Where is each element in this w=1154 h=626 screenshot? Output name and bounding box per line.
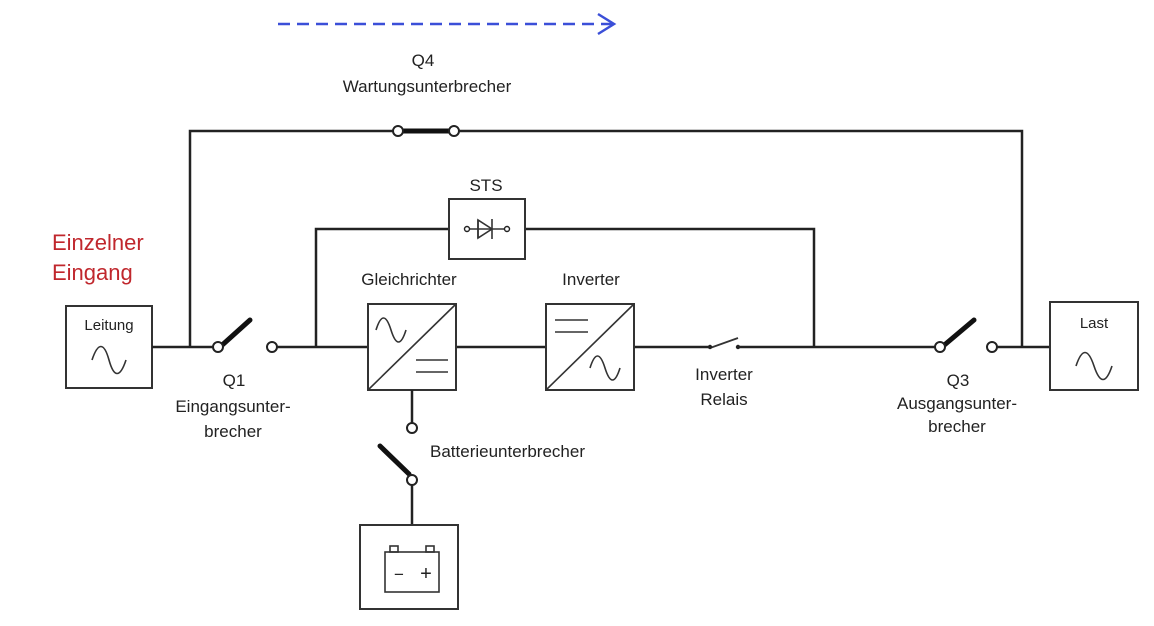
battery-minus-label: − bbox=[394, 565, 404, 584]
mains-label: Leitung bbox=[84, 317, 133, 334]
sine-wave-icon bbox=[589, 355, 621, 381]
input-title-line1: Einzelner bbox=[52, 230, 144, 255]
q3-output-breaker bbox=[934, 317, 998, 353]
battery-plus-label: + bbox=[420, 563, 432, 585]
inverter-label: Inverter bbox=[562, 270, 620, 289]
rectifier-label: Gleichrichter bbox=[361, 270, 457, 289]
inverter-box bbox=[545, 303, 635, 391]
input-breaker-label-line2: brecher bbox=[204, 422, 262, 441]
sts-label: STS bbox=[469, 176, 502, 195]
sts-wire-right bbox=[525, 227, 816, 347]
battery-branch bbox=[377, 390, 418, 525]
rectifier-box bbox=[367, 303, 457, 391]
sts-wire-left bbox=[314, 227, 449, 347]
load-label: Last bbox=[1080, 315, 1109, 332]
battery-box: − + bbox=[359, 524, 459, 610]
maintenance-breaker-label: Wartungsunterbrecher bbox=[343, 77, 512, 96]
battery-breaker-label: Batterieunterbrecher bbox=[430, 442, 585, 461]
inverter-relay-label-line1: Inverter bbox=[695, 365, 753, 384]
sine-wave-icon bbox=[375, 317, 407, 343]
output-breaker-label-line1: Ausgangsunter- bbox=[897, 394, 1017, 413]
inverter-relay bbox=[707, 337, 741, 350]
inverter-relay-label-line2: Relais bbox=[700, 390, 747, 409]
thyristor-icon bbox=[463, 218, 511, 240]
q1-label: Q1 bbox=[223, 371, 246, 390]
sts-box bbox=[448, 198, 526, 260]
output-breaker-label-line2: brecher bbox=[928, 417, 986, 436]
mains-box: Leitung bbox=[65, 305, 153, 389]
battery-icon bbox=[384, 545, 440, 593]
power-flow-arrow bbox=[278, 12, 617, 36]
bypass-wire bbox=[188, 129, 1024, 347]
input-breaker-label-line1: Eingangsunter- bbox=[175, 397, 290, 416]
q4-label: Q4 bbox=[412, 51, 435, 70]
load-box: Last bbox=[1049, 301, 1139, 391]
sine-wave-icon bbox=[1075, 351, 1113, 381]
sine-wave-icon bbox=[91, 345, 127, 375]
q4-maintenance-breaker bbox=[392, 125, 460, 137]
q3-label: Q3 bbox=[947, 371, 970, 390]
input-title-line2: Eingang bbox=[52, 260, 133, 285]
q1-input-breaker bbox=[212, 317, 278, 353]
